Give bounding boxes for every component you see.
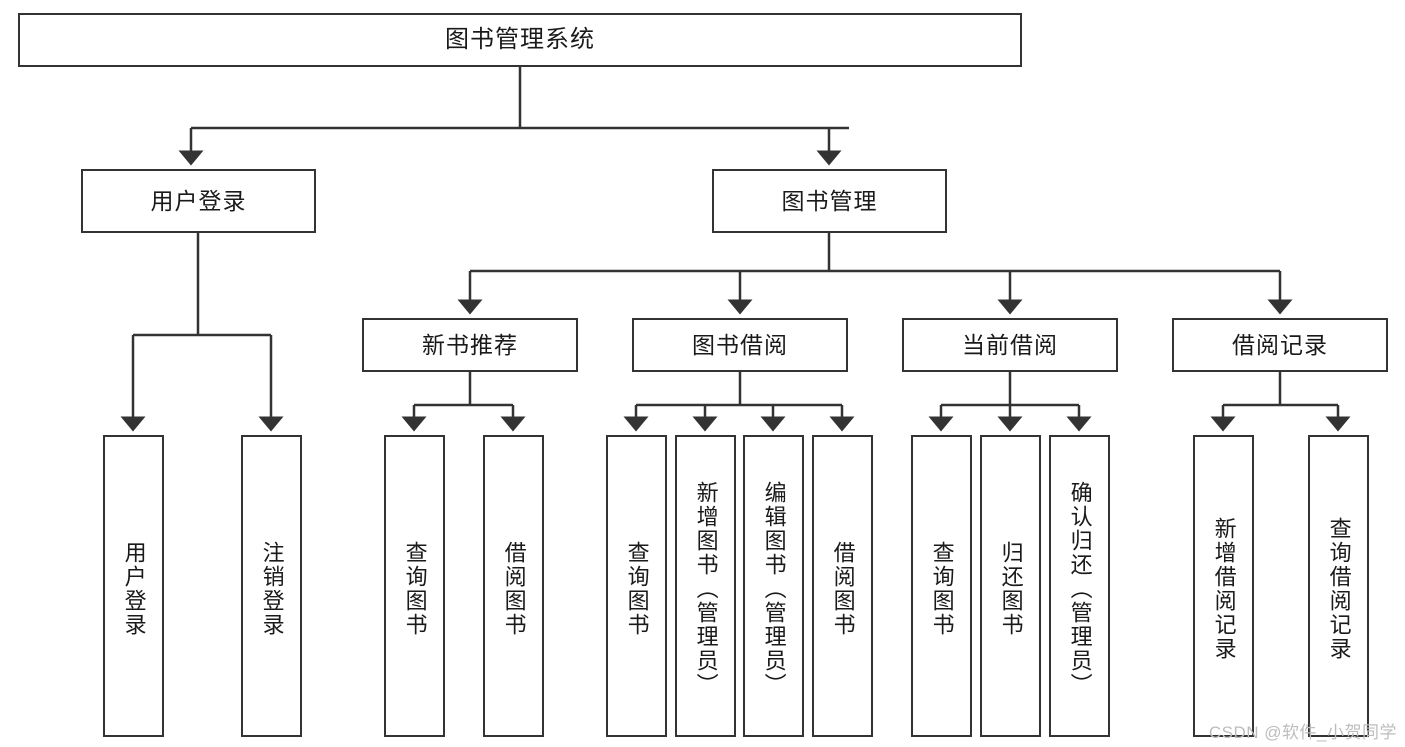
node-root[interactable]: 图书管理系统 bbox=[18, 13, 1022, 67]
node-user-login[interactable]: 用户登录 bbox=[81, 169, 316, 233]
leaf-current-borrow-query-book[interactable]: 查询图书 bbox=[911, 435, 972, 737]
leaf-label: 确认归还（管理员） bbox=[1067, 481, 1093, 697]
leaf-label: 编辑图书（管理员） bbox=[761, 481, 787, 697]
leaf-label: 用户登录 bbox=[121, 541, 147, 637]
leaf-book-borrow-borrow-book[interactable]: 借阅图书 bbox=[812, 435, 873, 737]
leaf-borrow-record-add-record[interactable]: 新增借阅记录 bbox=[1193, 435, 1254, 737]
leaf-book-borrow-query-book[interactable]: 查询图书 bbox=[606, 435, 667, 737]
node-new-book-recommend-label: 新书推荐 bbox=[422, 331, 518, 358]
leaf-label: 新增图书（管理员） bbox=[693, 481, 719, 697]
leaf-book-borrow-add-book[interactable]: 新增图书（管理员） bbox=[675, 435, 736, 737]
leaf-label: 借阅图书 bbox=[501, 541, 527, 637]
node-new-book-recommend[interactable]: 新书推荐 bbox=[362, 318, 578, 372]
leaf-user-login-logout[interactable]: 注销登录 bbox=[241, 435, 302, 737]
leaf-book-borrow-edit-book[interactable]: 编辑图书（管理员） bbox=[743, 435, 804, 737]
leaf-label: 归还图书 bbox=[998, 541, 1024, 637]
node-current-borrow-label: 当前借阅 bbox=[962, 331, 1058, 358]
leaf-label: 查询图书 bbox=[402, 541, 428, 637]
leaf-current-borrow-confirm-return[interactable]: 确认归还（管理员） bbox=[1049, 435, 1110, 737]
leaf-label: 查询借阅记录 bbox=[1326, 517, 1352, 661]
node-user-login-label: 用户登录 bbox=[150, 187, 247, 214]
leaf-borrow-record-query-record[interactable]: 查询借阅记录 bbox=[1308, 435, 1369, 737]
node-book-management[interactable]: 图书管理 bbox=[712, 169, 947, 233]
node-book-borrow[interactable]: 图书借阅 bbox=[632, 318, 848, 372]
leaf-label: 借阅图书 bbox=[830, 541, 856, 637]
node-current-borrow[interactable]: 当前借阅 bbox=[902, 318, 1118, 372]
leaf-label: 注销登录 bbox=[259, 541, 285, 637]
node-root-label: 图书管理系统 bbox=[445, 26, 595, 53]
leaf-label: 查询图书 bbox=[624, 541, 650, 637]
node-book-borrow-label: 图书借阅 bbox=[692, 331, 788, 358]
node-book-management-label: 图书管理 bbox=[781, 187, 878, 214]
leaf-new-book-query-book[interactable]: 查询图书 bbox=[384, 435, 445, 737]
leaf-current-borrow-return-book[interactable]: 归还图书 bbox=[980, 435, 1041, 737]
node-borrow-record-label: 借阅记录 bbox=[1232, 331, 1328, 358]
leaf-user-login-login[interactable]: 用户登录 bbox=[103, 435, 164, 737]
node-borrow-record[interactable]: 借阅记录 bbox=[1172, 318, 1388, 372]
watermark: CSDN @软件_小贺同学 bbox=[1208, 723, 1397, 742]
leaf-label: 新增借阅记录 bbox=[1211, 517, 1237, 661]
leaf-label: 查询图书 bbox=[929, 541, 955, 637]
leaf-new-book-borrow-book[interactable]: 借阅图书 bbox=[483, 435, 544, 737]
